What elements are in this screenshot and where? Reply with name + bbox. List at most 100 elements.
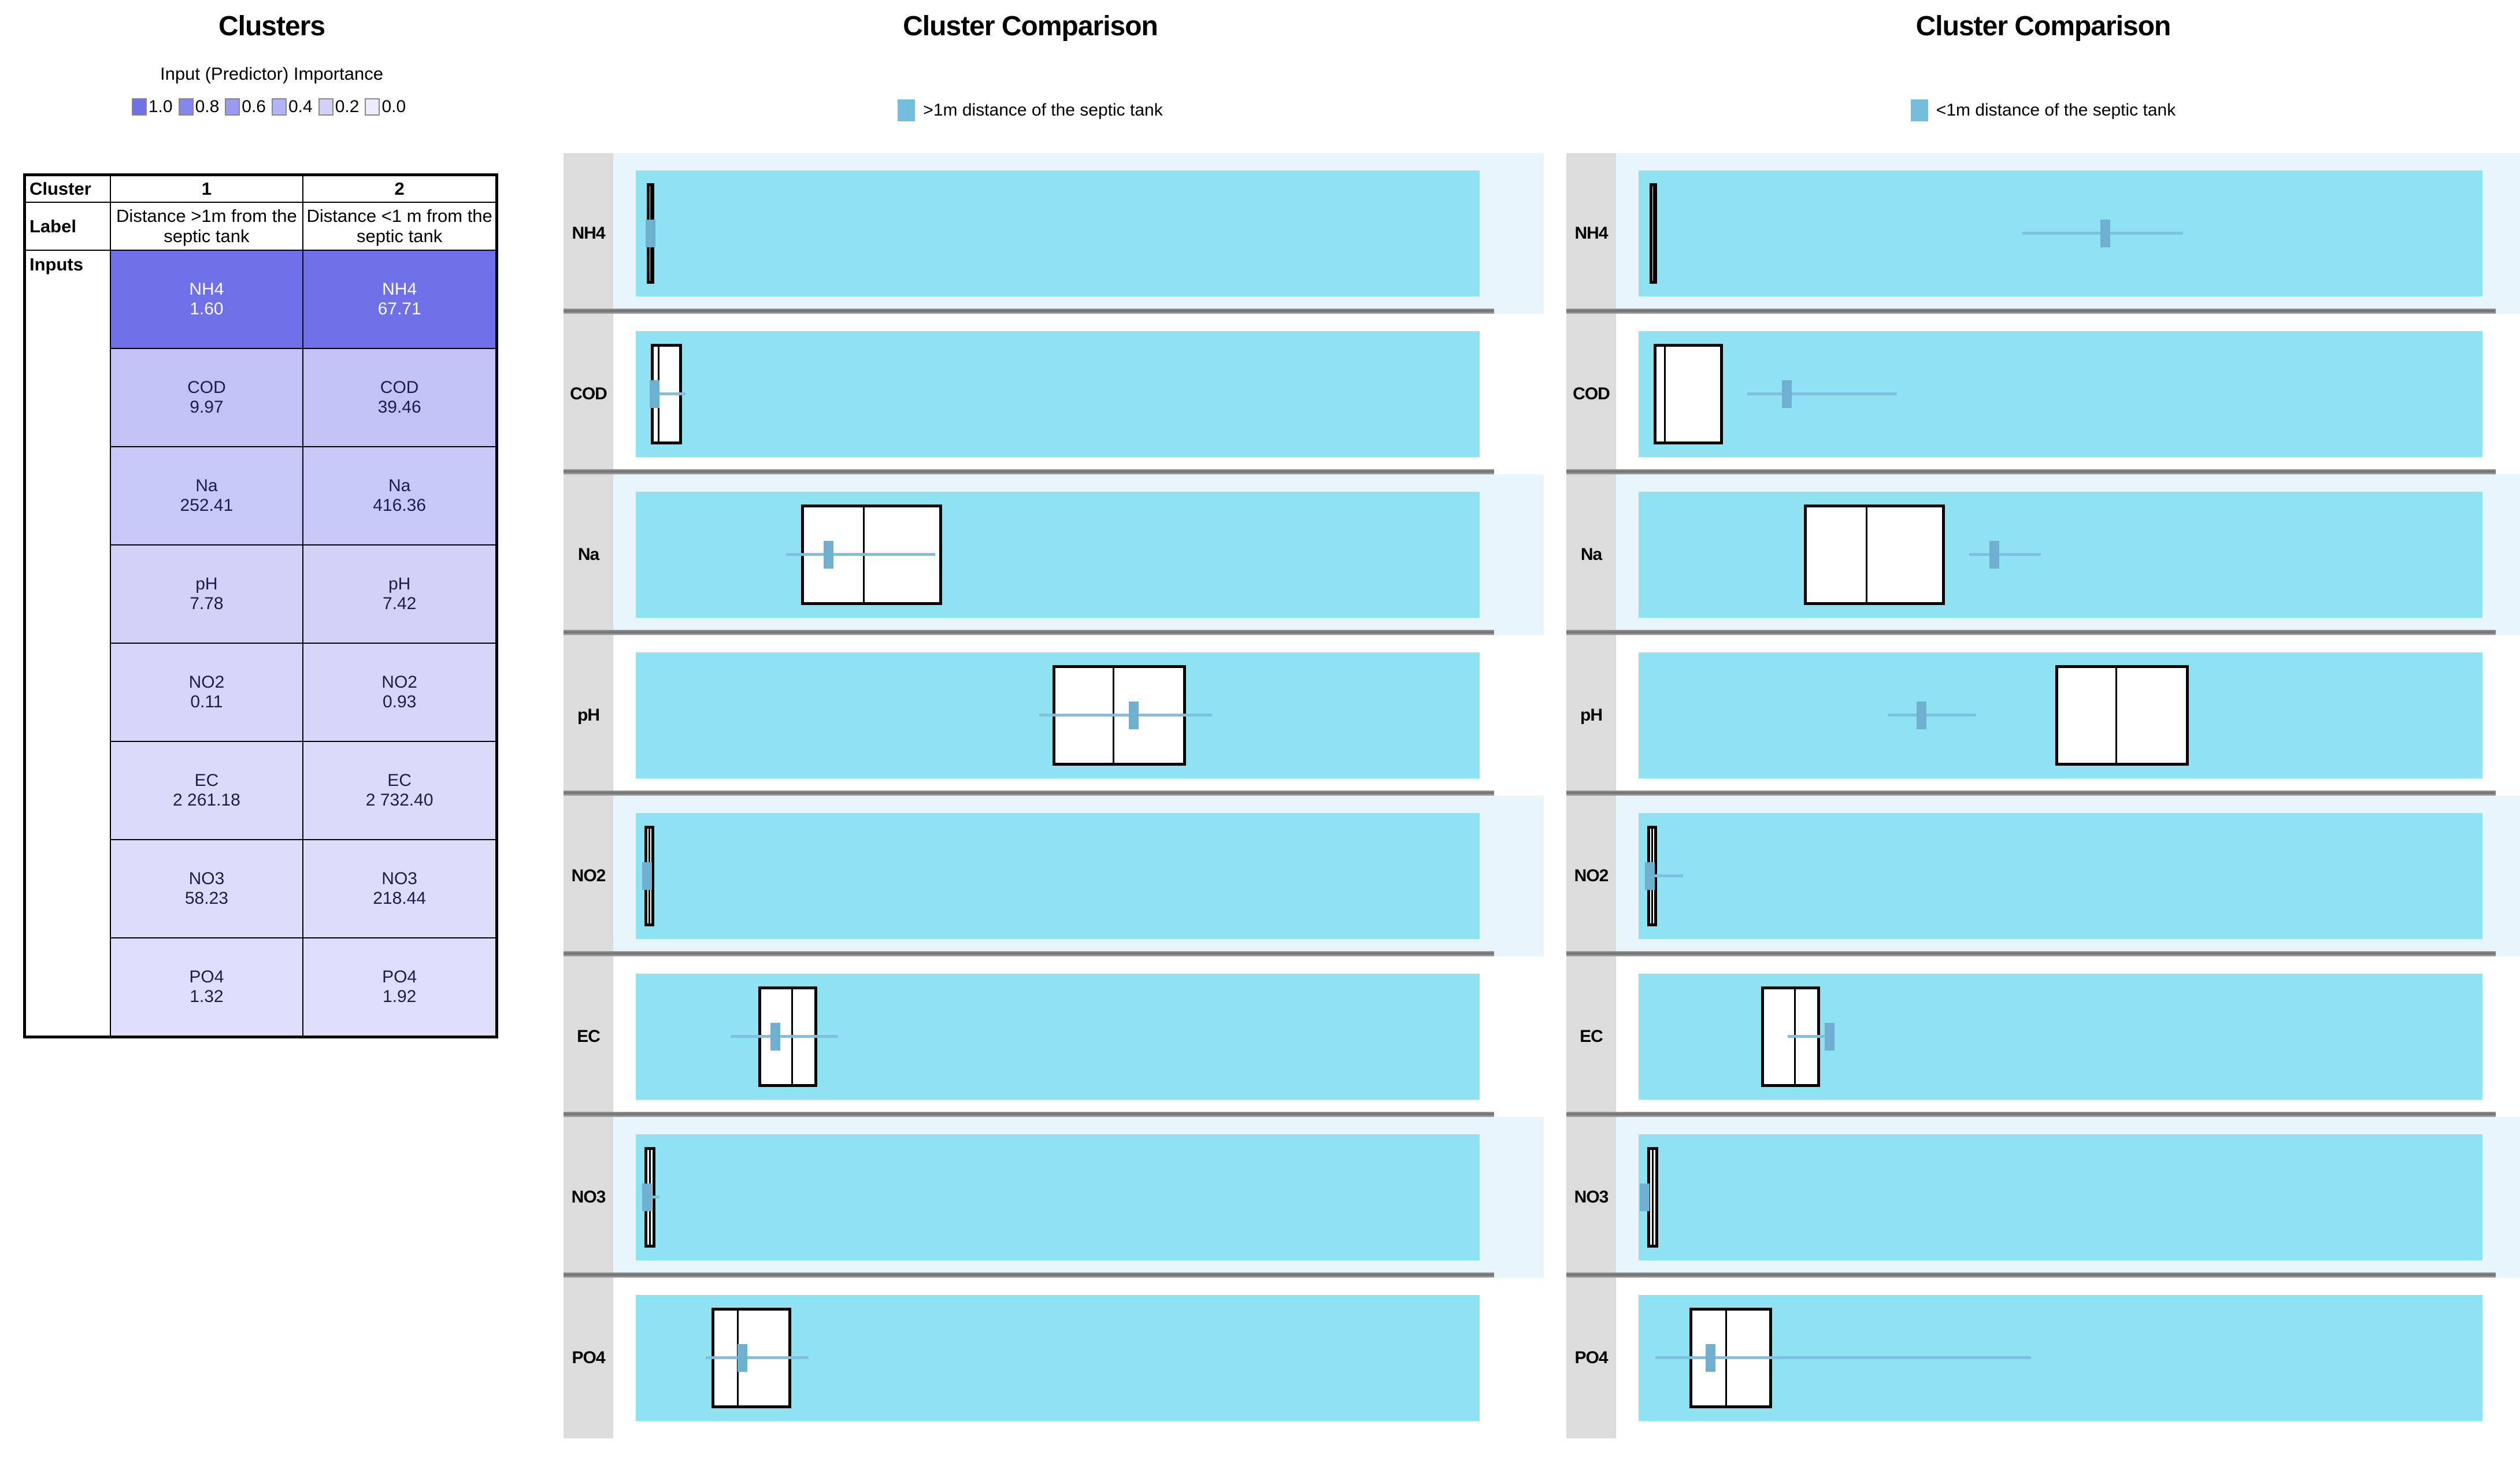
boxplot-plot-area bbox=[1639, 474, 2482, 635]
input-name: NH4 bbox=[382, 279, 417, 299]
cluster-whisker bbox=[1788, 1035, 1833, 1038]
box-median-line bbox=[1663, 344, 1666, 444]
boxplot-row-po4[interactable]: PO4 bbox=[1566, 1278, 2520, 1438]
variable-label-strip: COD bbox=[564, 314, 613, 474]
importance-scale-label: 0.8 bbox=[195, 97, 220, 116]
importance-scale-item: 0.6 bbox=[225, 97, 269, 117]
importance-scale-item: 0.8 bbox=[178, 97, 223, 117]
row-separator bbox=[1566, 1272, 2496, 1278]
input-name: NO2 bbox=[381, 672, 417, 692]
boxplot-row-ph[interactable]: pH bbox=[564, 635, 1497, 796]
cluster-comparison-panel: Cluster Comparison>1m distance of the se… bbox=[564, 0, 1544, 1462]
boxplot-row-nh4[interactable]: NH4 bbox=[1566, 153, 2520, 314]
boxplot-row-no2[interactable]: NO2 bbox=[1566, 796, 2520, 956]
boxplot-plot-area bbox=[636, 1117, 1480, 1278]
variable-label: pH bbox=[1580, 706, 1603, 725]
importance-swatch bbox=[178, 98, 194, 116]
legend-swatch bbox=[1910, 99, 1928, 121]
input-name: Na bbox=[388, 476, 411, 495]
row-separator bbox=[1566, 951, 2496, 956]
input-name: PO4 bbox=[189, 967, 224, 986]
input-name: EC bbox=[387, 770, 412, 790]
boxplot-row-cod[interactable]: COD bbox=[564, 314, 1497, 474]
input-value: 1.92 bbox=[382, 987, 417, 1007]
row-separator bbox=[1566, 1112, 2496, 1117]
boxplot-row-po4[interactable]: PO4 bbox=[564, 1278, 1497, 1438]
importance-scale-label: 0.0 bbox=[381, 97, 406, 116]
input-name: COD bbox=[187, 377, 226, 397]
variable-label-strip: EC bbox=[1566, 956, 1616, 1117]
boxplot-row-cod[interactable]: COD bbox=[1566, 314, 2520, 474]
row-plot-band bbox=[636, 331, 1480, 457]
boxplot-row-no3[interactable]: NO3 bbox=[564, 1117, 1544, 1278]
variable-label-strip: NO3 bbox=[1566, 1117, 1616, 1278]
legend-swatch bbox=[898, 99, 916, 121]
boxplot-row-na[interactable]: Na bbox=[564, 474, 1544, 635]
input-value: 39.46 bbox=[377, 398, 421, 417]
input-name: pH bbox=[195, 574, 218, 593]
row-plot-band bbox=[636, 1134, 1480, 1260]
input-name: NO2 bbox=[188, 672, 225, 692]
variable-label: NO2 bbox=[1574, 866, 1609, 885]
boxplot-row-no2[interactable]: NO2 bbox=[564, 796, 1544, 956]
box-iqr bbox=[2055, 665, 2189, 766]
boxplot-plot-area bbox=[636, 635, 1480, 796]
input-value: 58.23 bbox=[184, 889, 228, 908]
boxplot-plot-area bbox=[1639, 796, 2482, 956]
variable-label: COD bbox=[1573, 384, 1610, 403]
importance-scale-label: 0.6 bbox=[242, 97, 266, 116]
boxplot-row-ec[interactable]: EC bbox=[1566, 956, 2520, 1117]
row-separator bbox=[564, 469, 1494, 474]
input-value: 1.60 bbox=[190, 299, 224, 319]
input-name: NO3 bbox=[381, 869, 417, 888]
boxplot-row-ec[interactable]: EC bbox=[564, 956, 1497, 1117]
cluster-whisker bbox=[730, 1035, 839, 1038]
importance-caption: Input (Predictor) Importance bbox=[160, 64, 383, 84]
input-value: 416.36 bbox=[373, 496, 427, 515]
cluster-mean-marker bbox=[1824, 1023, 1835, 1051]
boxplot-plot-area bbox=[1639, 956, 2482, 1117]
boxplot-plot-area bbox=[1639, 1278, 2482, 1438]
variable-label: NO3 bbox=[1574, 1188, 1609, 1207]
row-header-label: Label bbox=[24, 201, 111, 251]
importance-scale-label: 0.4 bbox=[288, 97, 313, 116]
cluster-mean-marker bbox=[823, 541, 833, 569]
boxplot-row-ph[interactable]: pH bbox=[1566, 635, 2520, 796]
boxplot-plot-area bbox=[1639, 314, 2482, 474]
row-header-cluster: Cluster bbox=[24, 174, 111, 203]
cluster-mean-marker bbox=[2100, 220, 2111, 247]
boxplot-plot-area bbox=[1639, 635, 2482, 796]
page-title: Clusters bbox=[218, 11, 325, 42]
input-value: 252.41 bbox=[180, 496, 234, 515]
importance-scale-label: 1.0 bbox=[148, 97, 173, 116]
variable-label: NH4 bbox=[1574, 224, 1608, 243]
variable-label-strip: PO4 bbox=[564, 1278, 613, 1438]
boxplot-row-na[interactable]: Na bbox=[1566, 474, 2520, 635]
row-plot-band bbox=[1639, 813, 2482, 939]
importance-scale-label: 0.2 bbox=[335, 97, 360, 116]
input-value: 218.44 bbox=[373, 889, 427, 908]
cluster-mean-marker bbox=[737, 1344, 747, 1372]
cluster-mean-marker bbox=[1644, 862, 1655, 890]
boxplot-row-nh4[interactable]: NH4 bbox=[564, 153, 1544, 314]
cluster-whisker bbox=[1747, 392, 1897, 395]
variable-label: pH bbox=[577, 706, 600, 725]
row-separator bbox=[1566, 630, 2496, 635]
input-value: 67.71 bbox=[377, 299, 421, 319]
variable-label-strip: pH bbox=[1566, 635, 1616, 796]
cluster-mean-marker bbox=[1706, 1344, 1716, 1372]
variable-label-strip: EC bbox=[564, 956, 613, 1117]
variable-label: EC bbox=[577, 1027, 601, 1046]
boxplot-row-no3[interactable]: NO3 bbox=[1566, 1117, 2520, 1278]
row-separator bbox=[564, 951, 1494, 956]
